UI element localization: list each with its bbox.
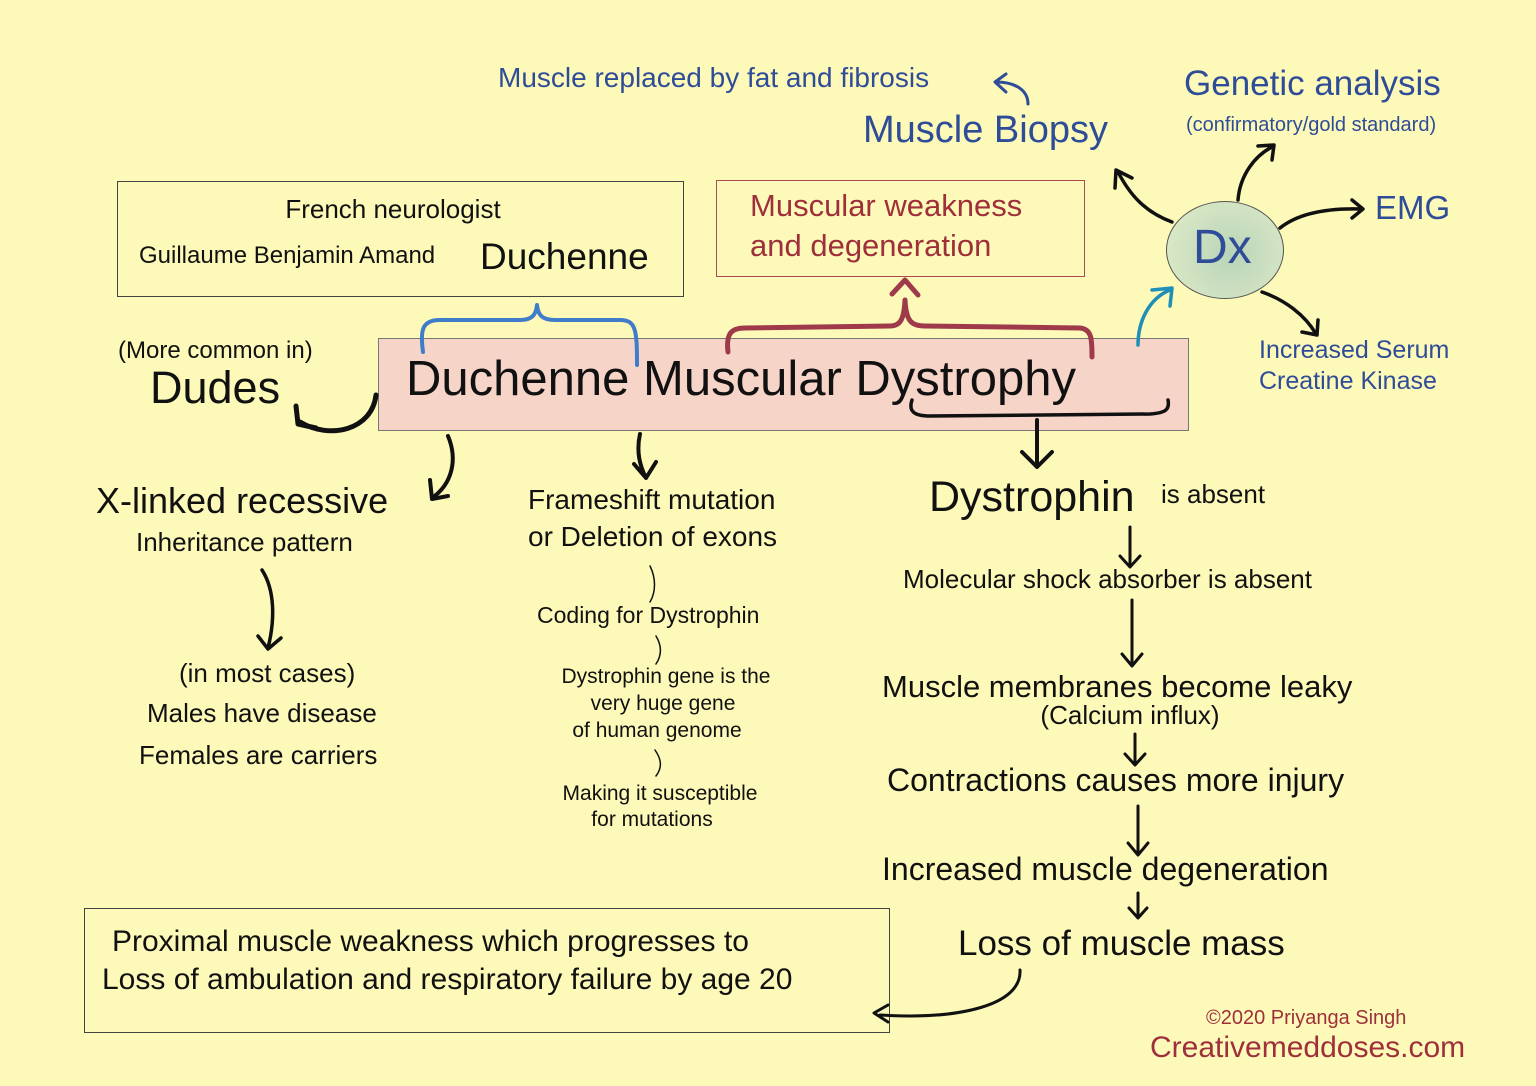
path-step5: Loss of muscle mass bbox=[958, 924, 1285, 963]
arrow-emg bbox=[1278, 198, 1365, 230]
dystrophin-absent: is absent bbox=[1161, 479, 1266, 509]
page-title: Duchenne Muscular Dystrophy bbox=[406, 352, 1076, 406]
genetics-line2: or Deletion of exons bbox=[528, 521, 778, 552]
eponym-line1: French neurologist bbox=[285, 194, 501, 224]
arrow-genetic bbox=[1236, 143, 1276, 202]
sex-word: Dudes bbox=[150, 362, 281, 413]
arrow-outcome bbox=[872, 968, 1022, 1024]
dystrophin-label: Dystrophin bbox=[929, 473, 1135, 521]
outcome-box bbox=[84, 908, 890, 1033]
arrow-step4 bbox=[1126, 804, 1150, 857]
path-step1: Molecular shock absorber is absent bbox=[903, 564, 1312, 594]
blue-brace bbox=[419, 303, 639, 367]
features-box bbox=[716, 180, 1085, 277]
cyan-arrow bbox=[1136, 286, 1174, 347]
arrow-frameshift bbox=[632, 432, 658, 480]
biopsy-finding: Muscle replaced by fat and fibrosis bbox=[498, 62, 930, 93]
path-step2: Muscle membranes become leaky bbox=[882, 669, 1353, 704]
sex-note: (More common in) bbox=[118, 337, 313, 364]
biopsy-label: Muscle Biopsy bbox=[863, 109, 1108, 151]
genetics-sus1: Making it susceptible bbox=[562, 782, 758, 805]
genetics-gene1: Dystrophin gene is the bbox=[561, 665, 771, 688]
path-step4: Increased muscle degeneration bbox=[882, 851, 1329, 887]
genetics-line1: Frameshift mutation bbox=[528, 484, 776, 515]
copyright: ©2020 Priyanga Singh bbox=[1206, 1007, 1407, 1029]
outcome-line2: Loss of ambulation and respiratory failu… bbox=[102, 963, 793, 996]
features-line2: and degeneration bbox=[750, 228, 992, 263]
inheritance-males: Males have disease bbox=[147, 698, 377, 728]
genetic-note: (confirmatory/gold standard) bbox=[1186, 114, 1437, 136]
arrow-gene bbox=[655, 635, 662, 665]
site-link[interactable]: Creativemeddoses.com bbox=[1150, 1031, 1466, 1064]
emg-label: EMG bbox=[1375, 189, 1451, 226]
arrow-step2 bbox=[1120, 598, 1144, 668]
arrow-biopsy bbox=[1113, 168, 1174, 224]
genetics-coding: Coding for Dystrophin bbox=[537, 602, 760, 628]
genetic-label: Genetic analysis bbox=[1184, 64, 1441, 103]
arrow-ck bbox=[1260, 290, 1320, 337]
arrow-dystrophin bbox=[1020, 418, 1054, 469]
inheritance-subtitle: Inheritance pattern bbox=[136, 527, 353, 557]
dx-label: Dx bbox=[1193, 221, 1252, 274]
eponym-surname: Duchenne bbox=[480, 236, 649, 277]
underline-brace bbox=[909, 398, 1171, 418]
arrow-coding bbox=[649, 565, 656, 603]
inheritance-note: (in most cases) bbox=[179, 658, 356, 688]
inheritance-females: Females are carriers bbox=[139, 740, 378, 770]
arrow-step3 bbox=[1123, 732, 1147, 767]
arrow-susceptible bbox=[654, 749, 662, 777]
path-step3: Contractions causes more injury bbox=[887, 762, 1345, 798]
genetics-sus2: for mutations bbox=[591, 808, 713, 831]
eponym-box bbox=[117, 181, 684, 297]
arrow-xlinked bbox=[428, 434, 455, 501]
genetics-gene3: of human genome bbox=[572, 719, 742, 742]
arrow-dudes bbox=[293, 392, 379, 434]
ck-line2: Creatine Kinase bbox=[1259, 367, 1437, 395]
red-brace bbox=[725, 297, 1095, 360]
outcome-line1: Proximal muscle weakness which progresse… bbox=[112, 925, 749, 958]
eponym-name: Guillaume Benjamin Amand bbox=[139, 242, 436, 269]
genetics-gene2: very huge gene bbox=[590, 692, 736, 715]
arrow-inheritance bbox=[256, 568, 283, 651]
path-step2-note: (Calcium influx) bbox=[1040, 700, 1220, 730]
features-line1: Muscular weakness bbox=[750, 188, 1023, 223]
arrow-step5 bbox=[1127, 891, 1149, 920]
arrow-fibrosis bbox=[993, 72, 1030, 106]
dx-ellipse bbox=[1166, 201, 1284, 299]
inheritance-title: X-linked recessive bbox=[96, 480, 389, 521]
ck-line1: Increased Serum bbox=[1259, 336, 1450, 364]
arrow-step1 bbox=[1118, 525, 1142, 569]
red-arrowhead bbox=[889, 277, 921, 298]
